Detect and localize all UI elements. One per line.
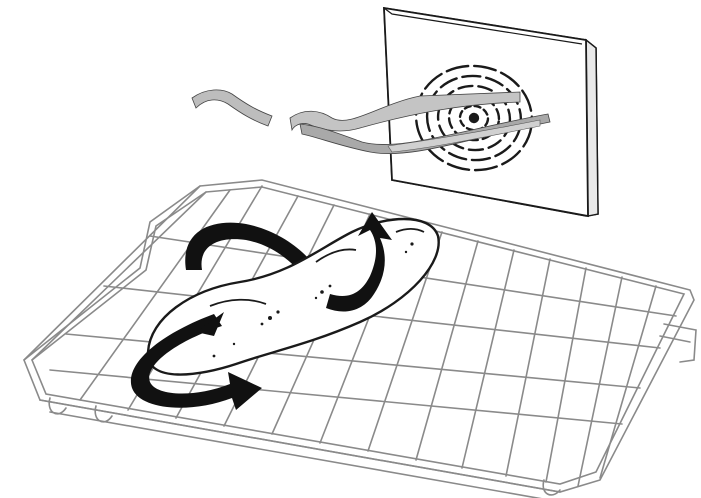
diagram-canvas bbox=[0, 0, 701, 498]
convection-diagram bbox=[0, 0, 701, 498]
